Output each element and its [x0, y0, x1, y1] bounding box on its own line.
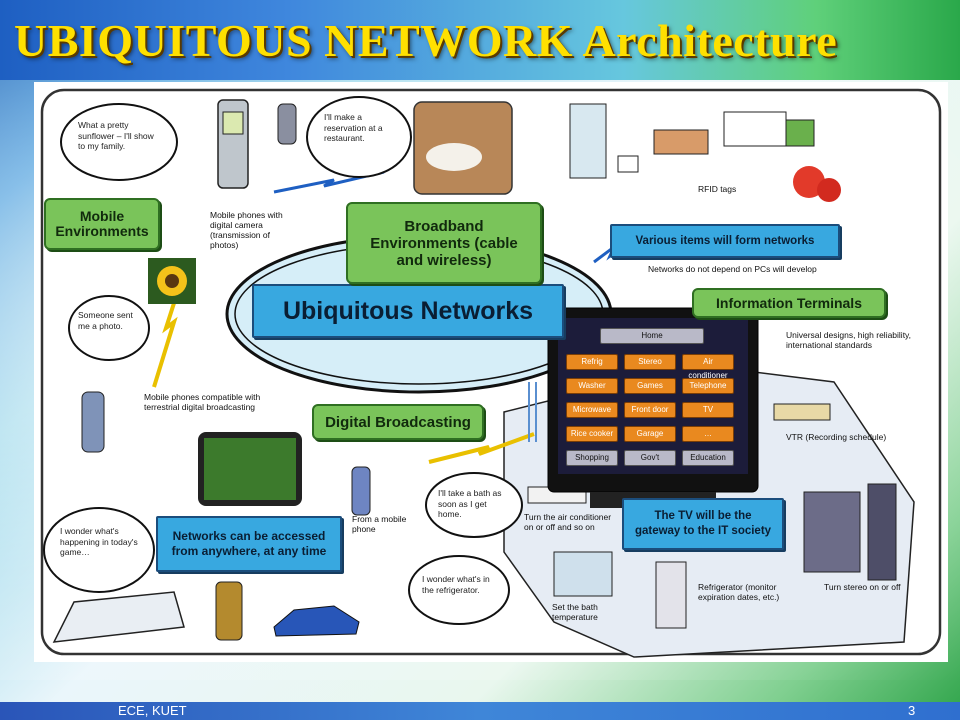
tv-menu-bottom: Gov't [624, 450, 676, 466]
tv-menu-button: Microwave [566, 402, 618, 418]
mobile-environments-box: Mobile Environments [44, 198, 160, 250]
vtr-device [773, 403, 831, 421]
tv-screen [558, 318, 748, 474]
bubble-shape [60, 103, 178, 181]
vending-machine [569, 103, 607, 179]
tv-menu-button: Refrig [566, 354, 618, 370]
note-mobile-terrestrial: Mobile phones compatible with terrestria… [144, 392, 261, 412]
architecture-diagram: Ubiquitous Networks Mobile Environments … [34, 82, 948, 662]
ubiquitous-networks-box: Ubiquitous Networks [252, 284, 564, 338]
tv-menu-button: Front door [624, 402, 676, 418]
cable-link [528, 382, 537, 442]
man-in-chair [215, 581, 243, 641]
note-stereo: Turn stereo on or off [824, 582, 901, 592]
wireless-link [428, 432, 535, 464]
title-bar [0, 0, 960, 80]
broadband-environments-box: Broadband Environments (cable and wirele… [346, 202, 542, 284]
tv-menu-home: Home [600, 328, 704, 344]
plate [426, 143, 482, 171]
note-from-phone: From a mobile phone [352, 514, 407, 534]
person-figure [81, 391, 105, 453]
diagram-frame [40, 88, 942, 656]
bubble-sunflower: What a pretty sunflower – I'll show to m… [78, 120, 154, 151]
note-rfid: RFID tags [698, 184, 737, 194]
truck-cab [785, 119, 815, 147]
bubble-shape [408, 555, 510, 625]
note-mobile-camera: Mobile phones with digital camera (trans… [210, 210, 283, 250]
items-form-networks-box: Various items will form networks [610, 224, 840, 258]
sunflower-center [165, 274, 179, 288]
bubble-game: I wonder what's happening in today's gam… [60, 526, 138, 557]
bubble-shape [43, 507, 155, 593]
note-no-pcs: Networks do not depend on PCs will devel… [648, 264, 817, 274]
note-refrigerator: Refrigerator (monitor expiration dates, … [698, 582, 780, 602]
tomatoes [817, 178, 841, 202]
slide-title: UBIQUITOUS NETWORK Architecture [14, 15, 838, 66]
bubble-sent-photo: Someone sent me a photo. [78, 310, 133, 331]
speaker [867, 483, 897, 581]
train [52, 591, 185, 643]
truck-cargo [723, 111, 787, 147]
note-universal: Universal designs, high reliability, int… [786, 330, 912, 350]
bubble-reservation: I'll make a reservation at a restaurant. [324, 112, 383, 143]
note-vtr: VTR (Recording schedule) [786, 432, 887, 442]
tv-menu-bottom: Education [682, 450, 734, 466]
rfid-card [617, 155, 639, 173]
tv-menu-button: Garage [624, 426, 676, 442]
note-aircon: Turn the air conditioner on or off and s… [524, 512, 612, 532]
bathroom [553, 551, 613, 597]
slide-number: 3 [908, 703, 916, 718]
tv-menu-bottom: Shopping [566, 450, 618, 466]
tv-menu-button: Stereo [624, 354, 676, 370]
tv-menu-button: Telephone [682, 378, 734, 394]
networks-anywhere-box: Networks can be accessed from anywhere, … [156, 516, 342, 572]
stereo-system [803, 491, 861, 573]
bubble-bath: I'll take a bath as soon as I get home. [438, 488, 502, 519]
game-screen [204, 438, 296, 500]
bubble-shape [68, 295, 150, 361]
tv-menu-button: Air conditioner [682, 354, 734, 380]
footer-bar [0, 702, 960, 720]
bubble-fridge: I wonder what's in the refrigerator. [422, 574, 490, 595]
bubble-shape [306, 96, 412, 178]
person-figure [351, 466, 371, 516]
person-figure [277, 103, 297, 145]
information-terminals-box: Information Terminals [692, 288, 886, 318]
tv-menu-button: … [682, 426, 734, 442]
tv-menu-button: Washer [566, 378, 618, 394]
tv-menu-button: TV [682, 402, 734, 418]
tv-menu-button: Rice cooker [566, 426, 618, 442]
car [273, 605, 360, 637]
footer-institution: ECE, KUET [118, 703, 187, 718]
digital-broadcasting-box: Digital Broadcasting [312, 404, 484, 440]
note-bath-temp: Set the bath temperature [552, 602, 598, 622]
tv-gateway-box: The TV will be the gateway to the IT soc… [622, 498, 784, 550]
tv-menu-button: Games [624, 378, 676, 394]
bubble-shape [425, 472, 523, 538]
refrigerator [655, 561, 687, 629]
wireless-link [273, 170, 385, 194]
phone-screen [222, 111, 244, 135]
packaged-food [653, 129, 709, 155]
